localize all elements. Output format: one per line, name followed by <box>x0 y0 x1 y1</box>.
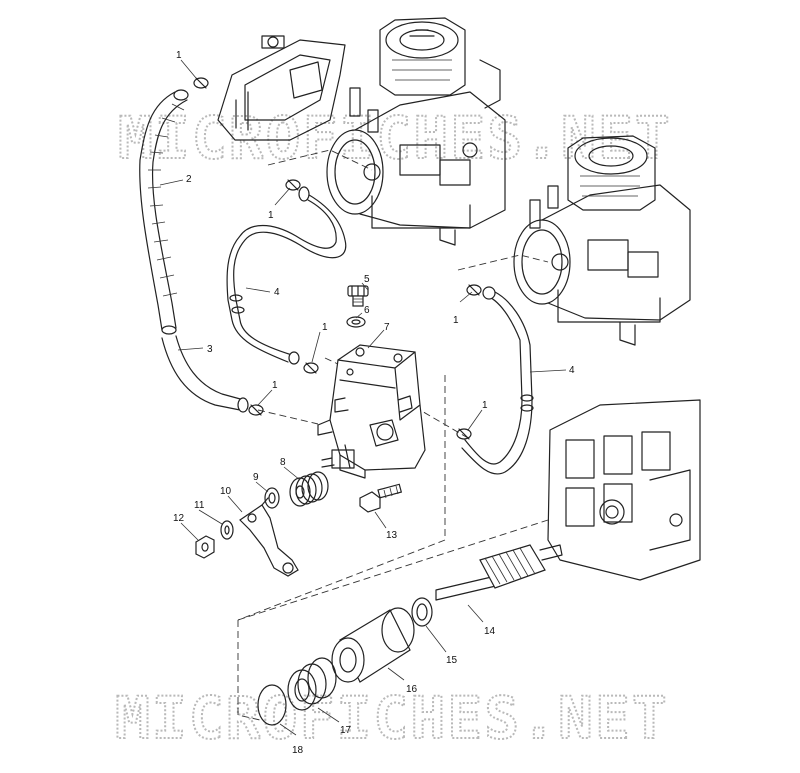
callout-10: 10 <box>220 486 232 497</box>
carburetor-lower-right <box>513 135 691 346</box>
callout-18: 18 <box>292 745 304 756</box>
callout-8: 8 <box>280 457 286 468</box>
callout-13: 13 <box>386 530 398 541</box>
banjo-bolt-5 <box>347 285 369 307</box>
o-ring-18 <box>257 684 287 726</box>
callout-14: 14 <box>484 626 496 637</box>
callout-12: 12 <box>173 513 185 524</box>
control-lever-10 <box>239 497 299 577</box>
clamp-1b <box>285 179 301 191</box>
clamp-1a <box>193 77 209 89</box>
callout-4-b: 4 <box>569 365 575 376</box>
callout-1-d: 1 <box>272 380 278 391</box>
leader-lines <box>159 59 567 736</box>
drive-shaft-14 <box>435 544 563 601</box>
spring-8 <box>289 471 329 507</box>
hose-2-corrugated <box>139 89 189 335</box>
sleeve-16 <box>331 607 415 683</box>
callout-7: 7 <box>384 322 390 333</box>
callout-1-f: 1 <box>482 400 488 411</box>
callout-11: 11 <box>194 500 205 511</box>
hose-4-right <box>461 286 534 475</box>
clamp-1e <box>466 284 482 296</box>
clamp-1d <box>248 404 264 416</box>
callout-1-e: 1 <box>453 315 459 326</box>
clamp-1c <box>303 362 319 374</box>
intake-manifold <box>217 35 346 141</box>
nut-12 <box>195 535 215 559</box>
washer-15 <box>411 597 433 627</box>
callout-1-c: 1 <box>322 322 328 333</box>
hose-4-left <box>226 186 347 365</box>
callout-5: 5 <box>364 274 370 285</box>
washer-6 <box>346 316 366 328</box>
clamp-1f <box>456 428 472 440</box>
callout-6: 6 <box>364 305 370 316</box>
watermark-bottom: MICROFICHES.NET <box>115 684 669 752</box>
watermark-top: MICROFICHES.NET <box>118 104 672 172</box>
callout-16: 16 <box>406 684 418 695</box>
callout-9: 9 <box>253 472 259 483</box>
callout-1-a: 1 <box>176 50 182 61</box>
hose-clamps <box>193 77 482 440</box>
oil-pump-assembly <box>317 344 426 479</box>
bolt-13 <box>359 483 403 513</box>
crankcase <box>547 399 701 581</box>
callout-3: 3 <box>207 344 213 355</box>
callout-4-a: 4 <box>274 287 280 298</box>
spring-17 <box>287 657 337 711</box>
callout-15: 15 <box>446 655 458 666</box>
callout-labels: 1 2 1 4 5 6 1 3 7 1 1 4 1 8 9 10 11 12 1… <box>173 50 575 756</box>
hose-3 <box>161 335 249 413</box>
washer-11 <box>220 520 234 540</box>
carburetor-upper <box>326 17 506 246</box>
callout-2: 2 <box>186 174 192 185</box>
callout-17: 17 <box>340 725 352 736</box>
washer-9 <box>264 487 280 509</box>
callout-1-b: 1 <box>268 210 274 221</box>
